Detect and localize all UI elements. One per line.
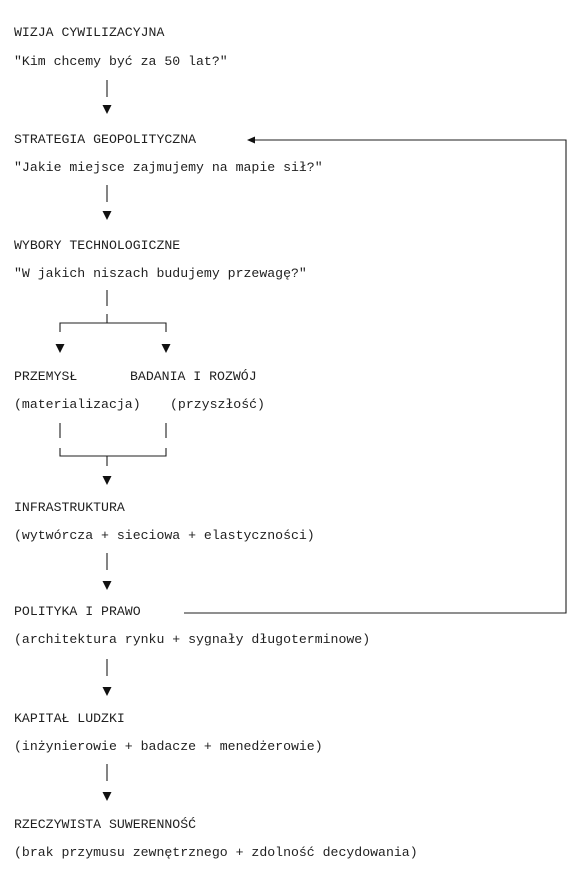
arrow-down-icon	[102, 211, 112, 220]
node-title-strategia: STRATEGIA GEOPOLITYCZNA	[14, 132, 197, 147]
node-subtitle-suwerennosc: (brak przymusu zewnętrznego + zdolność d…	[14, 845, 418, 860]
arrow-down-icon	[55, 344, 65, 353]
edge-split-bracket	[59, 314, 167, 332]
node-subtitle-infrastruktura: (wytwórcza + sieciowa + elastyczności)	[14, 528, 315, 543]
arrow-down-icon	[102, 105, 112, 114]
node-title-suwerennosc: RZECZYWISTA SUWERENNOŚĆ	[14, 817, 197, 832]
node-question-strategia: "Jakie miejsce zajmujemy na mapie sił?"	[14, 160, 323, 175]
node-title-badania: BADANIA I ROZWÓJ	[130, 369, 257, 384]
arrow-down-icon	[102, 792, 112, 801]
node-subtitle-polityka: (architektura rynku + sygnały długotermi…	[14, 632, 371, 647]
node-title-wybory: WYBORY TECHNOLOGICZNE	[14, 238, 181, 253]
node-title-infrastruktura: INFRASTRUKTURA	[14, 500, 125, 515]
arrow-down-icon	[161, 344, 171, 353]
arrow-left-icon	[247, 136, 255, 144]
node-question-wybory: "W jakich niszach budujemy przewagę?"	[14, 266, 307, 281]
node-title-kapital: KAPITAŁ LUDZKI	[14, 711, 125, 726]
node-subtitle-badania: (przyszłość)	[170, 397, 265, 412]
arrow-down-icon	[102, 476, 112, 485]
node-subtitle-kapital: (inżynierowie + badacze + menedżerowie)	[14, 739, 323, 754]
feedback-loop-line	[184, 139, 567, 614]
edge-merge-bracket	[59, 448, 167, 466]
node-title-polityka: POLITYKA I PRAWO	[14, 604, 141, 619]
node-subtitle-przemysl: (materializacja)	[14, 397, 141, 412]
node-question-wizja: "Kim chcemy być za 50 lat?"	[14, 54, 228, 69]
arrow-down-icon	[102, 687, 112, 696]
node-title-przemysl: PRZEMYSŁ	[14, 369, 78, 384]
arrow-down-icon	[102, 581, 112, 590]
node-title-wizja: WIZJA CYWILIZACYJNA	[14, 25, 165, 40]
